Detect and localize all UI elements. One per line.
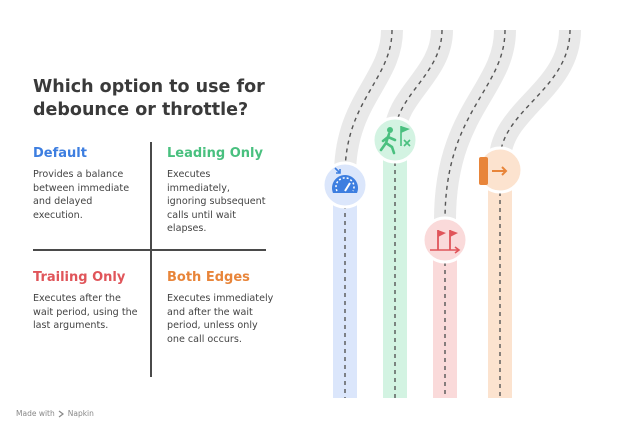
option-leading-only-description: Executes immediately, ignoring subsequen… [167,169,266,234]
napkin-logo-icon [58,410,64,417]
option-both-edges-heading: Both Edges [167,270,250,285]
option-leading-only-heading: Leading Only [167,146,263,161]
option-leading-only: Leading Only Executes immediately, ignor… [167,146,272,236]
option-trailing-only: Trailing Only Executes after the wait pe… [33,270,143,333]
two-flags-icon [421,216,469,264]
default-lane [333,183,357,398]
diagram-title: Which option to use for debounce or thro… [33,77,265,120]
exit-door-icon [476,146,524,194]
roads-illustration [321,30,581,398]
option-default-heading: Default [33,146,87,161]
option-trailing-only-heading: Trailing Only [33,270,126,285]
lane-dashes [344,162,501,398]
option-both-edges-description: Executes immediately and after the wait … [167,293,274,345]
vertical-divider [150,142,152,377]
speedometer-icon [321,161,369,209]
option-trailing-only-description: Executes after the wait period, using th… [33,293,138,331]
made-with-text: Made with [16,409,55,418]
horizontal-divider [33,249,266,251]
running-to-flag-icon [371,116,419,164]
option-default-description: Provides a balance between immediate and… [33,169,130,221]
footer-credit: Made with Napkin [16,409,94,418]
option-both-edges: Both Edges Executes immediately and afte… [167,270,277,346]
napkin-brand: Napkin [67,409,94,418]
option-default: Default Provides a balance between immed… [33,146,143,222]
